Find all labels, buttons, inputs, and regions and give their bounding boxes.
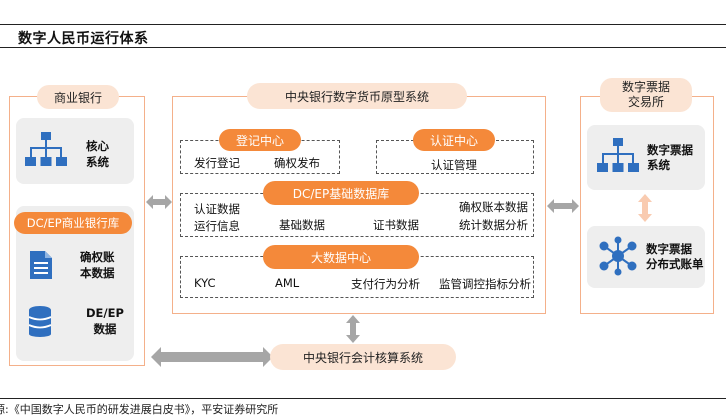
registration-center-header: 登记中心 xyxy=(219,129,301,151)
vertical-double-arrow xyxy=(638,194,652,222)
source-note: 源:《中国数字人民币的研发进展白皮书》，平安证券研究所 xyxy=(0,403,279,416)
dcep-db-header: DC/EP基础数据库 xyxy=(263,181,419,205)
ledger-basic-data: 确权账本数据 xyxy=(459,200,528,214)
commercial-db-header: DC/EP商业银行库 xyxy=(14,212,132,234)
ledger-data-label: 确权账 本数据 xyxy=(80,250,115,280)
rights-publish: 确权发布 xyxy=(274,156,320,170)
org-chart-icon xyxy=(25,132,67,166)
aml-label: AML xyxy=(275,276,300,290)
stats-analysis: 统计数据分析 xyxy=(459,218,528,232)
basic-data: 基础数据 xyxy=(279,218,325,232)
bill-system-label: 数字票据 系统 xyxy=(647,143,693,172)
dcep-data-label: DE/EP 数据 xyxy=(86,306,124,336)
exchange-header: 数字票据 交易所 xyxy=(600,78,692,112)
operation-info: 运行信息 xyxy=(194,219,240,233)
bottom-rule xyxy=(0,398,726,399)
database-icon xyxy=(28,306,52,337)
central-system-header: 中央银行数字货币原型系统 xyxy=(247,83,467,109)
kyc-label: KYC xyxy=(194,276,216,290)
auth-management: 认证管理 xyxy=(431,158,477,172)
document-icon xyxy=(30,251,52,279)
center-right-double-arrow xyxy=(547,199,579,213)
auth-data: 认证数据 xyxy=(194,202,240,216)
bill-ledger-label: 数字票据 分布式账单 xyxy=(646,242,704,271)
cert-data: 证书数据 xyxy=(373,218,419,232)
org-chart-icon xyxy=(597,138,639,172)
left-center-double-arrow xyxy=(146,195,172,209)
bill-system-card xyxy=(587,125,705,190)
issue-registration: 发行登记 xyxy=(194,156,240,170)
network-icon xyxy=(599,236,637,276)
page-title: 数字人民币运行体系 xyxy=(18,31,149,47)
title-rule xyxy=(0,47,726,48)
core-system-label: 核心 系统 xyxy=(86,139,109,169)
bill-ledger-card xyxy=(587,226,705,288)
supervision-analysis: 监管调控指标分析 xyxy=(439,277,531,291)
accounting-left-double-arrow xyxy=(151,347,273,367)
payment-analysis: 支付行为分析 xyxy=(351,277,420,291)
commercial-bank-header: 商业银行 xyxy=(37,85,119,109)
core-system-card xyxy=(16,118,134,184)
top-rule xyxy=(0,24,726,25)
bigdata-center-header: 大数据中心 xyxy=(263,245,419,269)
center-down-double-arrow xyxy=(346,315,360,343)
accounting-system: 中央银行会计核算系统 xyxy=(270,344,456,370)
auth-center-header: 认证中心 xyxy=(413,129,495,151)
